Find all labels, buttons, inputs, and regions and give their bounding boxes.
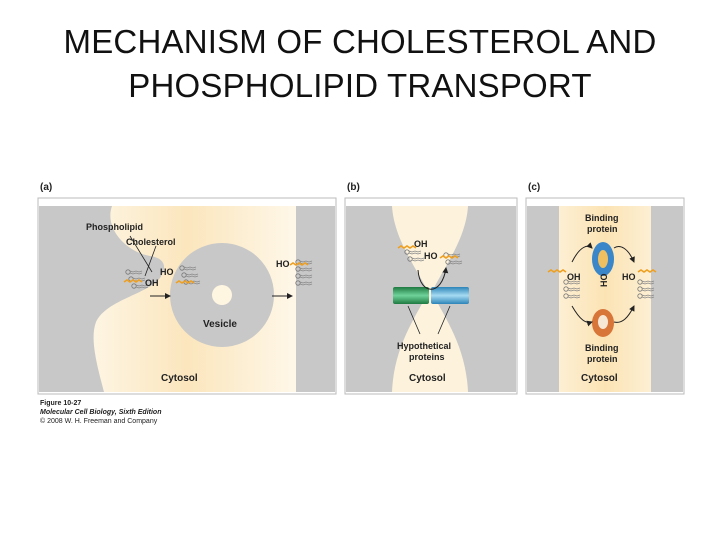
panel-a-tag: (a) (40, 182, 52, 193)
slide-title: MECHANISM OF CHOLESTEROL AND PHOSPHOLIPI… (0, 20, 720, 108)
oh-label-b: OH (414, 239, 428, 249)
ho-label-b: HO (424, 251, 438, 261)
phospholipid-label: Phospholipid (86, 222, 143, 232)
cholesterol-label: Cholesterol (126, 237, 176, 247)
panel-c: (c) Binding protein OH HO HO Binding pro… (525, 182, 685, 395)
left-membrane-b (346, 206, 428, 392)
vesicle-label: Vesicle (203, 319, 237, 330)
right-membrane-c (651, 206, 683, 392)
binding-protein-blue (592, 242, 614, 276)
slide-title-line-2: PHOSPHOLIPID TRANSPORT (128, 67, 592, 104)
panel-a: (a) Phospholipid Cholesterol HO OH HO Ve… (37, 182, 337, 395)
binding-top-line-1: Binding (585, 213, 619, 223)
ho-label-a2: HO (276, 259, 290, 269)
oh-label-a1: OH (145, 278, 159, 288)
protein-pointer-right (437, 305, 451, 335)
cholesterol-pointer (144, 245, 157, 277)
binding-bottom-line-1: Binding (585, 343, 619, 353)
panel-b-tag: (b) (347, 182, 360, 193)
vesicle (170, 243, 274, 347)
transfer-arrow-b (417, 267, 449, 290)
donor-membrane (39, 206, 165, 392)
arrow-c-top-left (571, 242, 593, 263)
ho-label-c: HO (622, 272, 636, 282)
arrow-c-bottom-right (613, 305, 635, 323)
oh-label-c: OH (567, 272, 581, 282)
arrow-c-bottom-left (571, 305, 593, 327)
panel-c-tag: (c) (528, 182, 540, 193)
ho-label-a1: HO (160, 267, 174, 277)
binding-bottom-line-2: protein (587, 354, 618, 364)
cytosol-label-a: Cytosol (161, 373, 198, 384)
caption-figure-number: Figure 10-27 (40, 400, 82, 407)
right-membrane-b (432, 206, 516, 392)
cytosol-label-b: Cytosol (409, 373, 446, 384)
cytosol-label-c: Cytosol (581, 373, 618, 384)
acceptor-membrane (296, 206, 335, 392)
hypothetical-label-line-2: proteins (409, 352, 445, 362)
hypothetical-protein-green (393, 287, 429, 304)
binding-protein-orange (592, 309, 614, 337)
ho-vertical-label-c: HO (599, 274, 609, 288)
hypothetical-label-line-1: Hypothetical (397, 341, 451, 351)
slide-title-line-1: MECHANISM OF CHOLESTEROL AND (63, 23, 657, 60)
caption-copyright: © 2008 W. H. Freeman and Company (40, 418, 158, 425)
arrow-c-top-right (613, 246, 635, 263)
panel-b: (b) OH HO Hypothetical proteins Cytosol (344, 182, 518, 395)
caption-source: Molecular Cell Biology, Sixth Edition (40, 409, 162, 416)
left-membrane-c (527, 206, 559, 392)
binding-top-line-2: protein (587, 224, 618, 234)
protein-pointer-left (407, 305, 421, 335)
hypothetical-protein-blue (431, 287, 469, 304)
